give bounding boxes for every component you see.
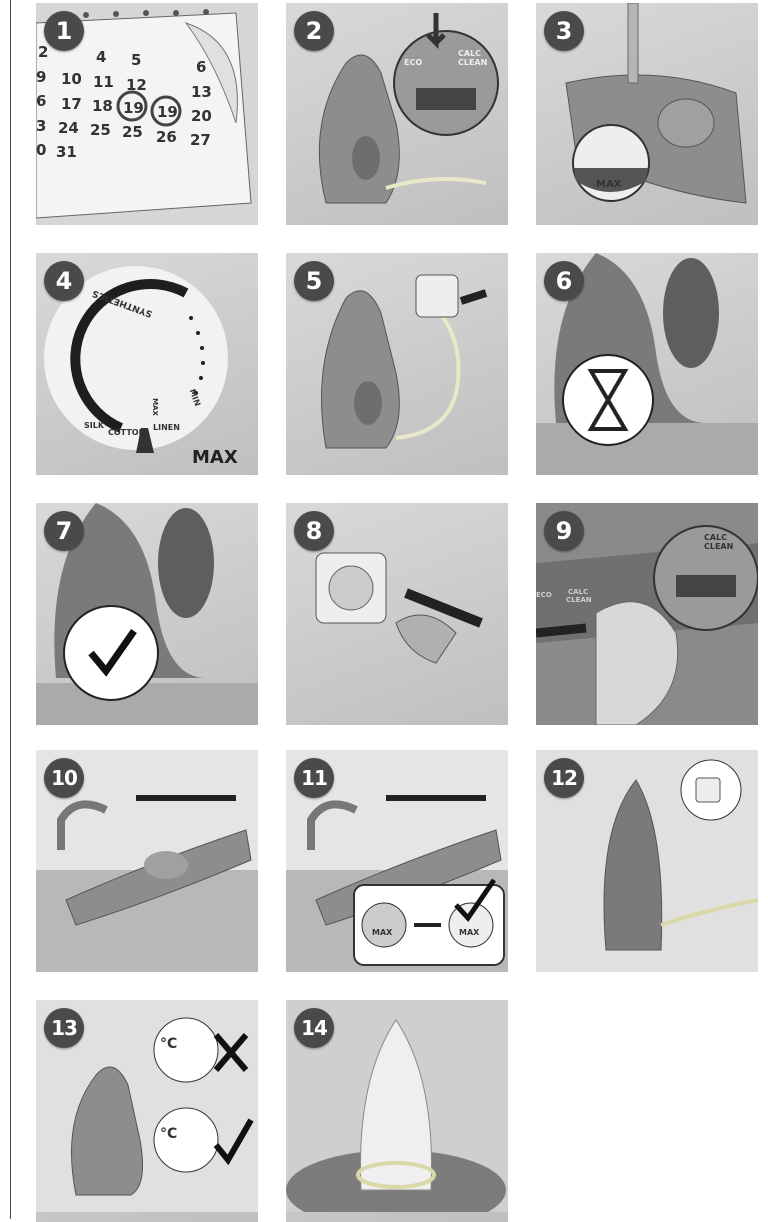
step-4-panel: SYNTHETICS SILK COTTON LINEN MAX MIN MAX… [36, 253, 258, 475]
step-number-badge: 1 [44, 11, 84, 51]
step-number-badge: 11 [294, 758, 334, 798]
clean-label: CLEAN [566, 596, 592, 604]
calendar-date: 26 [156, 128, 177, 146]
calc-clean-label: CALC CLEAN [458, 49, 488, 67]
step-10-panel: 10 [36, 750, 258, 972]
calc-clean-label: CALC CLEAN [704, 533, 734, 551]
step-number-badge: 10 [44, 758, 84, 798]
calendar-date: 18 [92, 97, 113, 115]
step-number-badge: 12 [544, 758, 584, 798]
step-2-panel: ECO CALC CLEAN 2 [286, 3, 508, 225]
calendar-date-highlighted: 19 [123, 99, 144, 117]
celsius-label: °C [160, 1036, 177, 1052]
step-number-badge: 14 [294, 1008, 334, 1048]
dial-max-small-label: MAX [151, 398, 159, 416]
calendar-date: 6 [196, 58, 206, 76]
water-max-label: MAX [372, 928, 392, 937]
calendar-date: 0 [36, 141, 46, 159]
step-number-badge: 5 [294, 261, 334, 301]
calendar-date-highlighted: 19 [157, 103, 178, 121]
step-number-badge: 6 [544, 261, 584, 301]
step-number-badge: 7 [44, 511, 84, 551]
calendar-date: 9 [36, 68, 46, 86]
celsius-label: °C [160, 1126, 177, 1142]
calendar-date: 25 [90, 121, 111, 139]
step-3-panel: MAX 3 [536, 3, 758, 225]
calendar-date: 27 [190, 131, 211, 149]
cotton-label: COTTON [108, 428, 145, 437]
calendar-date: 2 [38, 43, 48, 61]
eco-label: ECO [536, 591, 552, 599]
step-number-badge: 8 [294, 511, 334, 551]
step-13-panel: °C °C 13 [36, 1000, 258, 1222]
calc-label: CALC [568, 588, 588, 596]
eco-label: ECO [404, 58, 422, 67]
calendar-date: 4 [96, 48, 106, 66]
step-number-badge: 13 [44, 1008, 84, 1048]
step-9-panel: CALC CLEAN ECO CALC CLEAN 9 [536, 503, 758, 725]
step-6-panel: 6 [536, 253, 758, 475]
calendar-date: 5 [131, 51, 141, 69]
max-setting-label: MAX [192, 447, 238, 468]
step-8-panel: 8 [286, 503, 508, 725]
calendar-date: 25 [122, 123, 143, 141]
step-number-badge: 4 [44, 261, 84, 301]
calendar-date: 31 [56, 143, 77, 161]
calendar-date: 12 [126, 76, 147, 94]
page-margin-line [10, 0, 11, 1219]
step-1-panel: 2 4 5 6 9 10 11 12 13 6 17 18 19 19 20 3… [36, 3, 258, 225]
water-max-label: MAX [459, 928, 479, 937]
step-14-panel: 14 [286, 1000, 508, 1222]
calendar-date: 13 [191, 83, 212, 101]
water-max-label: MAX [596, 179, 621, 190]
calendar-date: 6 [36, 92, 46, 110]
calendar-date: 20 [191, 107, 212, 125]
calendar-date: 17 [61, 95, 82, 113]
calendar-date: 10 [61, 70, 82, 88]
step-12-panel: 12 [536, 750, 758, 972]
step-5-panel: 5 [286, 253, 508, 475]
calendar-date: 3 [36, 117, 46, 135]
linen-label: LINEN [153, 423, 180, 432]
calendar-date: 11 [93, 73, 114, 91]
step-number-badge: 2 [294, 11, 334, 51]
step-number-badge: 3 [544, 11, 584, 51]
silk-label: SILK [84, 421, 104, 430]
step-7-panel: 7 [36, 503, 258, 725]
calendar-date: 24 [58, 119, 79, 137]
step-number-badge: 9 [544, 511, 584, 551]
step-11-panel: MAX MAX 11 [286, 750, 508, 972]
